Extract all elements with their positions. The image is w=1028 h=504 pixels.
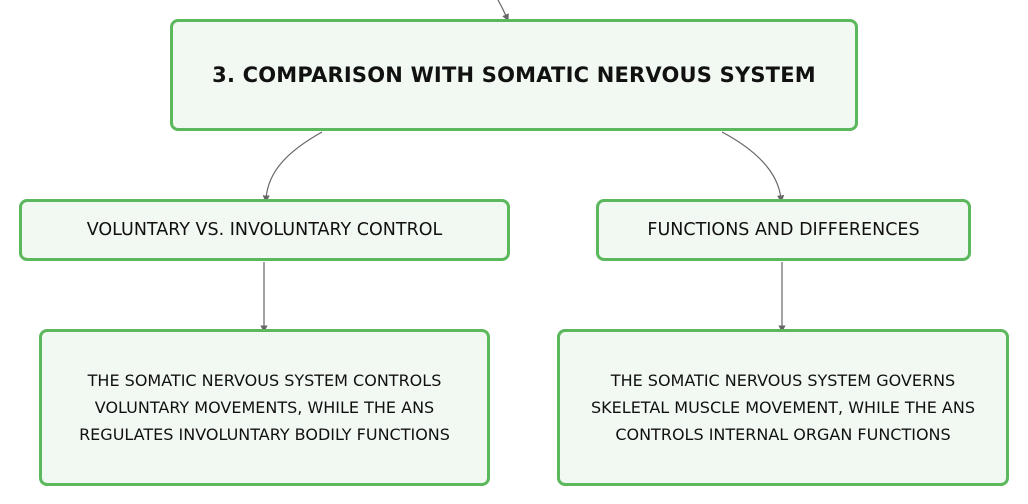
- detail-node-text: THE SOMATIC NERVOUS SYSTEM GOVERNS SKELE…: [591, 371, 975, 444]
- branch-node-label: VOLUNTARY VS. INVOLUNTARY CONTROL: [86, 220, 443, 240]
- detail-node-functions-differences[interactable]: THE SOMATIC NERVOUS SYSTEM GOVERNS SKELE…: [557, 329, 1009, 486]
- branch-node-label: FUNCTIONS AND DIFFERENCES: [647, 220, 920, 240]
- connector-root-to-left-branch: [262, 131, 323, 203]
- detail-node-text: THE SOMATIC NERVOUS SYSTEM CONTROLS VOLU…: [79, 371, 450, 444]
- root-node[interactable]: 3. COMPARISON WITH SOMATIC NERVOUS SYSTE…: [170, 19, 858, 131]
- detail-node-voluntary-control[interactable]: THE SOMATIC NERVOUS SYSTEM CONTROLS VOLU…: [39, 329, 490, 486]
- incoming-connector: [497, 0, 509, 22]
- root-node-label: 3. COMPARISON WITH SOMATIC NERVOUS SYSTE…: [212, 63, 816, 87]
- connector-root-to-right-branch: [721, 131, 785, 203]
- branch-node-functions-differences[interactable]: FUNCTIONS AND DIFFERENCES: [596, 199, 971, 261]
- branch-node-voluntary-control[interactable]: VOLUNTARY VS. INVOLUNTARY CONTROL: [19, 199, 510, 261]
